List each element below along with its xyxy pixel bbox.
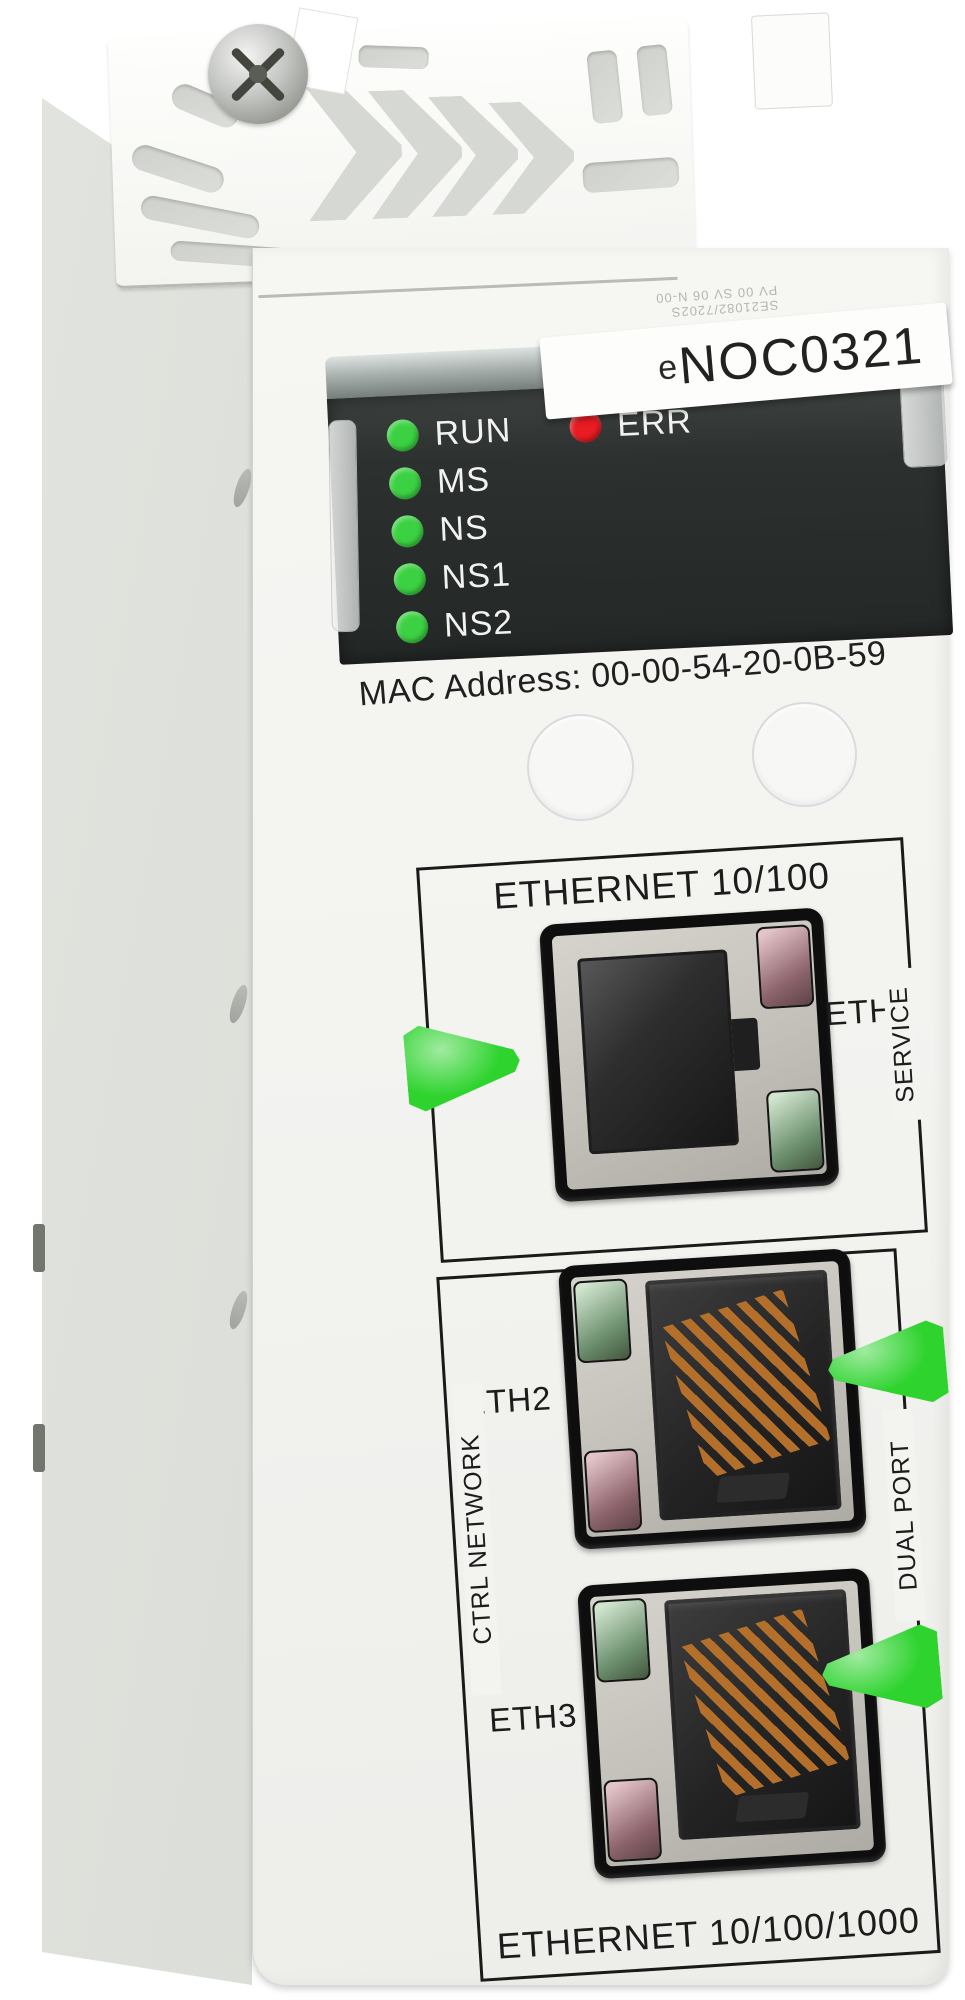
port-led-amber [755,924,815,1010]
eth3-label: ETH3 [488,1696,579,1739]
ns1-led [393,562,427,597]
product-label-code: NOC0321 [676,316,926,396]
vent-slot [138,193,262,241]
mounting-screw [208,24,308,124]
rj45-latch [735,1791,810,1823]
vent-slot [128,141,228,196]
port-led-amber [603,1777,663,1863]
din-rail-notch [33,1224,45,1272]
rj45-latch [716,1472,791,1504]
port-led-amber [583,1447,643,1534]
rj45-key-notch [731,1017,761,1072]
led-row: NS [390,505,489,554]
blank-button-spot [527,714,634,821]
blank-button-spot [752,702,857,807]
port-led-green [765,1087,825,1174]
ns2-led [395,610,429,645]
product-label-prefix: e [656,347,679,388]
ns2-led-label: NS2 [443,602,515,645]
led-panel: RUN ERR MS NS NS1 NS2 [326,369,954,665]
eth3-port [576,1567,887,1880]
ms-led-label: MS [436,459,491,501]
ctrl-network-side-label: CTRL NETWORK [452,1382,502,1696]
rj45-contact-pins [660,1289,831,1479]
ms-led [388,466,422,501]
vent-slot [358,45,429,70]
window-clasp-left [328,419,360,633]
led-spacer [527,428,553,429]
eth1-port [538,907,840,1203]
ns-led [390,514,425,549]
din-rail-notch [33,1424,45,1472]
run-led [385,418,420,453]
ns1-led-label: NS1 [440,554,512,597]
led-row: NS1 [393,552,512,602]
rj45-socket [577,949,761,1155]
ns-led-label: NS [438,507,490,549]
housing-tab [750,12,834,110]
vent-slot [636,43,674,117]
led-row: MS [388,457,491,506]
eth2-port [557,1248,868,1550]
vent-slot [586,49,624,125]
rj45-socket [664,1589,861,1841]
port-led-green [572,1278,632,1364]
led-row: NS2 [395,600,514,650]
rj45-socket [644,1269,842,1521]
run-led-label: RUN [433,410,513,453]
rj45-contact-pins [679,1608,850,1799]
vent-slot [581,156,680,194]
port-led-green [591,1597,651,1683]
screw-center [249,65,267,83]
